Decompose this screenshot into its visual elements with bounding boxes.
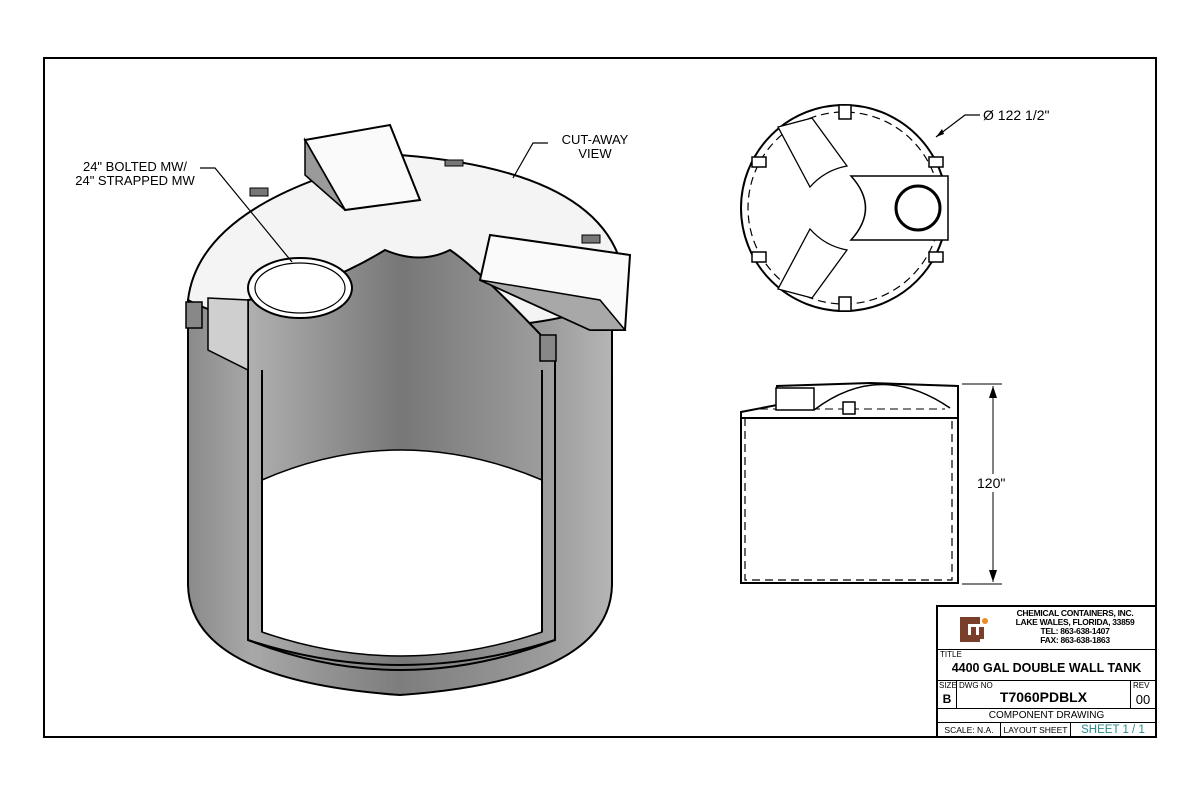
height-dimension: 120" [977, 475, 1006, 491]
company-address: LAKE WALES, FLORIDA, 33859 [1015, 617, 1135, 627]
size-cell: SIZE B [938, 681, 957, 708]
isometric-view [185, 123, 632, 697]
manway-callout: 24" BOLTED MW/ 24" STRAPPED MW [60, 160, 210, 188]
company-logo-icon [960, 617, 988, 642]
manway-callout-line1: 24" BOLTED MW/ [82, 159, 188, 174]
dwg-no-cell: DWG NO T7060PDBLX [957, 681, 1131, 708]
rev-label: REV [1133, 681, 1150, 690]
title-row: TITLE 4400 GAL DOUBLE WALL TANK [938, 650, 1155, 681]
rev-cell: REV 00 [1131, 681, 1155, 708]
size-label: SIZE [939, 681, 957, 690]
scale-row: SCALE: N.A. LAYOUT SHEET SHEET 1 / 1 [938, 723, 1155, 738]
top-view [740, 104, 980, 312]
dwg-no-value: T7060PDBLX [999, 689, 1088, 705]
company-block: CHEMICAL CONTAINERS, INC. LAKE WALES, FL… [938, 607, 1155, 650]
diameter-dimension: Ø 122 1/2" [983, 107, 1050, 123]
size-value: B [942, 692, 952, 706]
cutaway-callout-line2: VIEW [578, 146, 612, 161]
title-block: CHEMICAL CONTAINERS, INC. LAKE WALES, FL… [936, 605, 1157, 738]
company-name: CHEMICAL CONTAINERS, INC. [1016, 608, 1134, 618]
rev-value: 00 [1135, 692, 1151, 707]
title-label: TITLE [940, 650, 962, 659]
sheet-border [43, 57, 1157, 738]
scale-cell: SCALE: N.A. [938, 723, 1001, 738]
layout-cell: LAYOUT SHEET [1001, 723, 1071, 738]
dwg-row: SIZE B DWG NO T7060PDBLX REV 00 [938, 681, 1155, 709]
drawing-type: COMPONENT DRAWING [938, 709, 1155, 723]
side-view [740, 381, 1011, 585]
manway-callout-line2: 24" STRAPPED MW [75, 173, 195, 188]
sheet-cell: SHEET 1 / 1 [1081, 724, 1145, 736]
cutaway-callout-line1: CUT-AWAY [561, 132, 629, 147]
company-info: CHEMICAL CONTAINERS, INC. LAKE WALES, FL… [1000, 609, 1150, 645]
drawing-title: 4400 GAL DOUBLE WALL TANK [951, 661, 1142, 675]
dwg-no-label: DWG NO [959, 681, 993, 690]
company-tel: TEL: 863-638-1407 [1040, 626, 1110, 636]
company-fax: FAX: 863-638-1863 [1040, 635, 1110, 645]
cutaway-callout: CUT-AWAY VIEW [545, 133, 645, 161]
